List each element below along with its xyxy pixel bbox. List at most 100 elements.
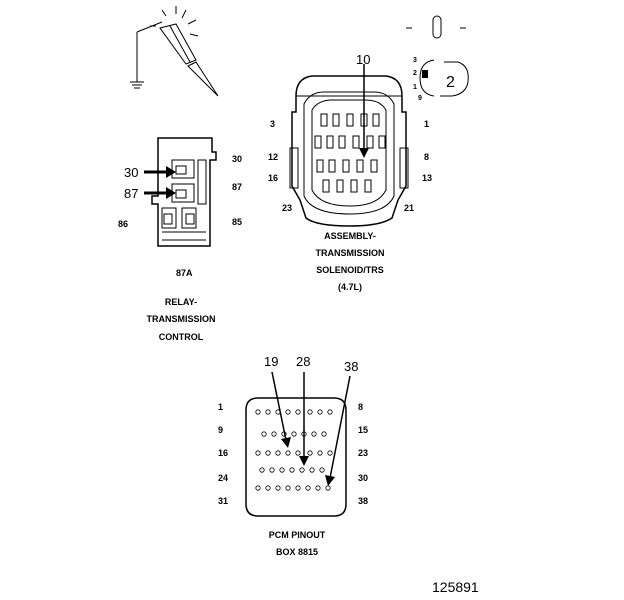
solenoid-pin [316,159,324,173]
pcm-pin [261,431,267,437]
detail-pin-3: 3 [413,57,417,64]
pcm-row-right-2: 15 [358,425,368,435]
solenoid-pin [320,113,328,127]
solenoid-cavity-3: 3 [270,119,275,129]
pcm-pin [321,431,327,437]
pcm-callout-38: 38 [344,359,358,374]
pcm-pin [305,485,311,491]
pcm-arrow-19 [271,371,291,448]
pcm-pin [265,409,271,415]
solenoid-callout-10: 10 [356,52,370,67]
pcm-pin [325,485,331,491]
solenoid-pin [378,135,386,149]
solenoid-pin [342,159,350,173]
detail-pin-1: 1 [413,84,417,91]
pcm-pin [307,409,313,415]
pcm-pin [279,467,285,473]
solenoid-pin [326,135,334,149]
pcm-row-right-5: 38 [358,496,368,506]
solenoid-pin [356,159,364,173]
pcm-pin [317,409,323,415]
pcm-pin [269,467,275,473]
relay-arrow-30 [144,166,176,178]
relay-pin-86-label: 86 [118,219,128,229]
pcm-pin [319,467,325,473]
solenoid-pin [322,179,330,193]
pcm-pin [307,450,313,456]
pcm-caption-line2: BOX 8815 [276,547,318,557]
detail-callout-2: 2 [446,74,455,91]
solenoid-cavity-21: 21 [404,203,414,213]
solenoid-cavity-13: 13 [422,173,432,183]
detail-pin-2: 2 [413,70,417,77]
pcm-pin [299,467,305,473]
transmission-solenoid-connector [289,75,409,227]
pcm-row-left-3: 16 [218,448,228,458]
test-probe-icon [130,6,219,97]
pcm-callout-19: 19 [264,354,278,369]
pcm-pin [309,467,315,473]
pcm-pin [271,431,277,437]
pcm-pin [327,450,333,456]
transmission-control-relay [151,137,217,247]
solenoid-pin [328,159,336,173]
pcm-pin [317,450,323,456]
pcm-row-left-4: 24 [218,473,228,483]
pcm-pin [327,409,333,415]
pcm-row-right-4: 30 [358,473,368,483]
connector-orientation-detail [406,15,469,97]
relay-pin-85-label: 85 [232,217,242,227]
pcm-pin [275,450,281,456]
solenoid-pin [352,135,360,149]
pcm-pin [291,431,297,437]
solenoid-pin-field [314,113,386,193]
pcm-row-left-1: 1 [218,402,223,412]
relay-caption-line3: CONTROL [159,332,204,342]
solenoid-cavity-12: 12 [268,152,278,162]
solenoid-cavity-23: 23 [282,203,292,213]
pcm-pin [315,485,321,491]
pcm-pin [295,409,301,415]
pcm-row-right-1: 8 [358,402,363,412]
detail-pin-9: 9 [418,95,422,102]
pcm-callout-28: 28 [296,354,310,369]
pcm-pinout-box [245,397,347,517]
pcm-pin [289,467,295,473]
relay-caption-line2: TRANSMISSION [146,314,215,324]
solenoid-cavity-16: 16 [268,173,278,183]
pcm-arrow-38 [325,375,351,486]
solenoid-pin [372,113,380,127]
pcm-row-left-5: 31 [218,496,228,506]
solenoid-pin [338,135,346,149]
pcm-pin [259,467,265,473]
pcm-pin [285,450,291,456]
solenoid-cavity-1: 1 [424,119,429,129]
relay-callout-30: 30 [124,165,138,180]
solenoid-caption-line1: ASSEMBLY- [324,231,376,241]
solenoid-pin [332,113,340,127]
pcm-pin [255,485,261,491]
pcm-pin [275,485,281,491]
solenoid-caption-line4: (4.7L) [338,282,362,292]
pcm-pin [295,450,301,456]
pcm-pin [255,409,261,415]
pcm-pin [295,485,301,491]
pcm-pin [285,485,291,491]
solenoid-arrow-10 [359,64,369,158]
pcm-pin [255,450,261,456]
relay-pin-30-label: 30 [232,154,242,164]
relay-arrow-87 [144,187,176,199]
figure-number: 125891 [432,579,479,595]
pcm-arrow-28 [299,372,309,466]
relay-callout-87: 87 [124,186,138,201]
relay-pin-87-label: 87 [232,182,242,192]
solenoid-pin [370,159,378,173]
pcm-caption-line1: PCM PINOUT [269,530,326,540]
solenoid-pin [314,135,322,149]
pcm-pin [311,431,317,437]
pcm-row-left-2: 9 [218,425,223,435]
solenoid-pin [346,113,354,127]
pcm-pin [285,409,291,415]
solenoid-pin [364,179,372,193]
